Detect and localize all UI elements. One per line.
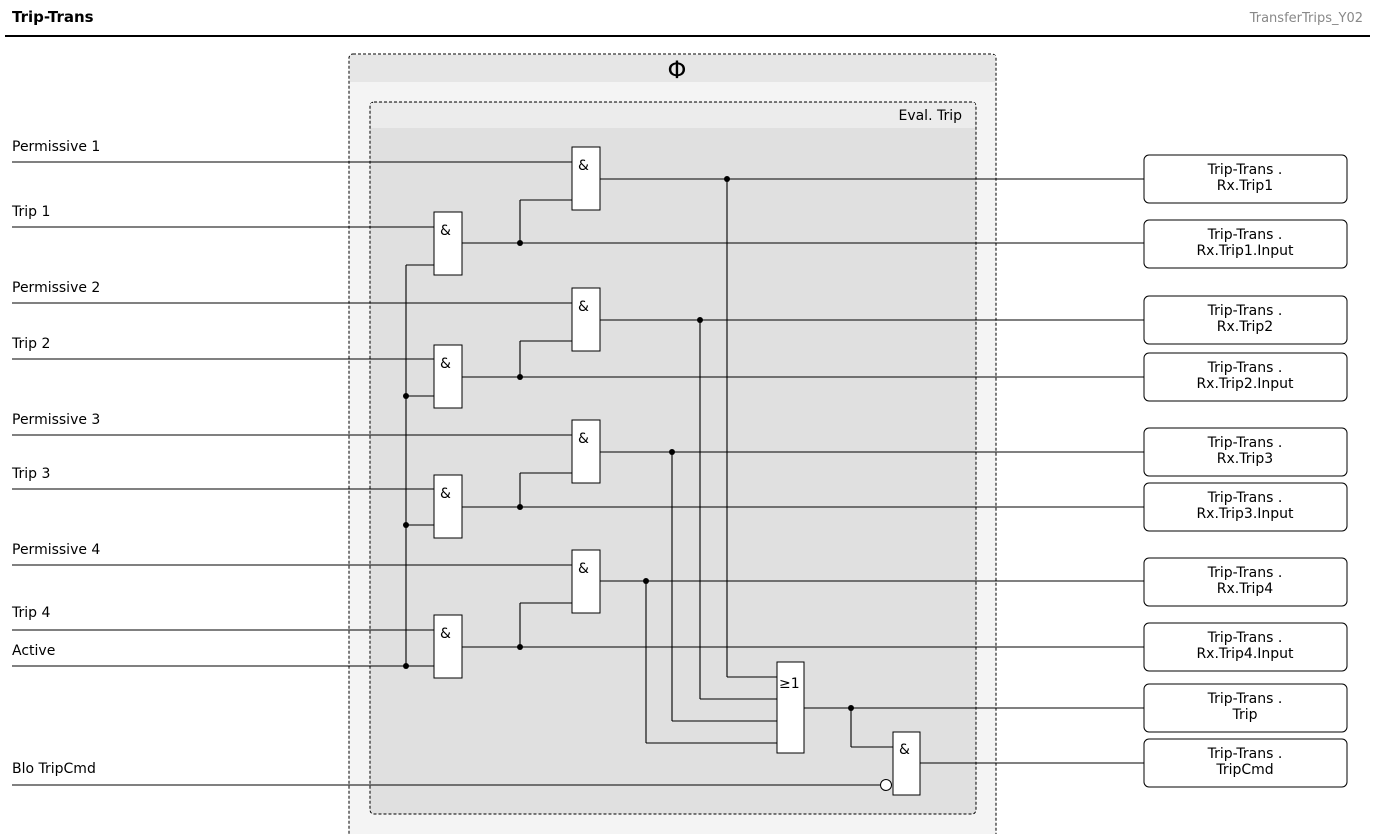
svg-text:Trip-Trans .: Trip-Trans .	[1207, 630, 1283, 646]
input-trip-2: Trip 2	[11, 336, 50, 352]
svg-text:&: &	[440, 356, 451, 372]
svg-text:Rx.Trip2.Input: Rx.Trip2.Input	[1196, 376, 1294, 392]
svg-text:≥1: ≥1	[779, 676, 800, 692]
input-permissive-1: Permissive 1	[12, 139, 100, 155]
output-trip: Trip-Trans . Trip	[1143, 683, 1348, 733]
svg-text:Rx.Trip2: Rx.Trip2	[1217, 319, 1273, 335]
input-trip-3: Trip 3	[11, 466, 50, 482]
and-gate-trip-2: &	[433, 344, 463, 409]
and-gate-permissive-4: &	[571, 549, 601, 614]
svg-text:Trip-Trans .: Trip-Trans .	[1207, 490, 1283, 506]
svg-text:&: &	[440, 486, 451, 502]
output-boxes: Trip-Trans . Rx.Trip1 Trip-Trans . Rx.Tr…	[1143, 154, 1348, 788]
svg-text:Trip: Trip	[1231, 707, 1257, 723]
diagram-title: Trip-Trans	[12, 8, 94, 26]
svg-text:Trip-Trans .: Trip-Trans .	[1207, 746, 1283, 762]
svg-text:TripCmd: TripCmd	[1215, 762, 1273, 778]
svg-text:Trip-Trans .: Trip-Trans .	[1207, 565, 1283, 581]
and-gate-permissive-3: &	[571, 419, 601, 484]
output-rx-trip1-input: Trip-Trans . Rx.Trip1.Input	[1143, 219, 1348, 269]
svg-text:Rx.Trip4: Rx.Trip4	[1217, 581, 1273, 597]
svg-text:Rx.Trip1: Rx.Trip1	[1217, 178, 1273, 194]
and-gate-permissive-2: &	[571, 287, 601, 352]
svg-text:&: &	[578, 431, 589, 447]
svg-text:Trip-Trans .: Trip-Trans .	[1207, 303, 1283, 319]
diagram-code: TransferTrips_Y02	[1249, 11, 1363, 26]
input-permissive-3: Permissive 3	[12, 412, 100, 428]
wires	[12, 161, 1144, 786]
svg-text:&: &	[899, 742, 910, 758]
svg-text:&: &	[440, 223, 451, 239]
svg-text:Rx.Trip4.Input: Rx.Trip4.Input	[1196, 646, 1294, 662]
and-gate-trip-4: &	[433, 614, 463, 679]
svg-text:Trip-Trans .: Trip-Trans .	[1207, 360, 1283, 376]
svg-text:Rx.Trip3.Input: Rx.Trip3.Input	[1196, 506, 1294, 522]
output-rx-trip3-input: Trip-Trans . Rx.Trip3.Input	[1143, 482, 1348, 532]
input-permissive-4: Permissive 4	[12, 542, 100, 558]
output-rx-trip1: Trip-Trans . Rx.Trip1	[1143, 154, 1348, 204]
svg-text:Trip-Trans .: Trip-Trans .	[1207, 691, 1283, 707]
output-rx-trip4-input: Trip-Trans . Rx.Trip4.Input	[1143, 622, 1348, 672]
input-active: Active	[12, 643, 55, 659]
svg-text:&: &	[578, 158, 589, 174]
svg-text:&: &	[578, 561, 589, 577]
input-blo-tripcmd: Blo TripCmd	[12, 761, 96, 777]
eval-trip-header	[371, 103, 975, 128]
output-rx-trip2: Trip-Trans . Rx.Trip2	[1143, 295, 1348, 345]
svg-text:&: &	[440, 626, 451, 642]
output-rx-trip4: Trip-Trans . Rx.Trip4	[1143, 557, 1348, 607]
svg-text:Trip-Trans .: Trip-Trans .	[1207, 162, 1283, 178]
eval-trip-frame	[369, 101, 977, 815]
or-gate-trip: ≥1	[776, 661, 805, 754]
eval-trip-label: Eval. Trip	[898, 108, 962, 124]
svg-text:Rx.Trip1.Input: Rx.Trip1.Input	[1196, 243, 1294, 259]
output-tripcmd: Trip-Trans . TripCmd	[1143, 738, 1348, 788]
input-trip-4: Trip 4	[11, 605, 50, 621]
and-gate-trip-1: &	[433, 211, 463, 276]
phi-frame-header	[350, 55, 995, 82]
phi-label: Φ	[668, 56, 687, 84]
input-permissive-2: Permissive 2	[12, 280, 100, 296]
input-trip-1: Trip 1	[11, 204, 50, 220]
svg-text:Trip-Trans .: Trip-Trans .	[1207, 435, 1283, 451]
and-gate-tripcmd: &	[880, 731, 921, 796]
svg-text:&: &	[578, 299, 589, 315]
input-labels: Permissive 1 Trip 1 Permissive 2 Trip 2 …	[11, 139, 100, 777]
svg-text:Rx.Trip3: Rx.Trip3	[1217, 451, 1273, 467]
output-rx-trip2-input: Trip-Trans . Rx.Trip2.Input	[1143, 352, 1348, 402]
and-gate-trip-3: &	[433, 474, 463, 539]
inverter-bubble	[880, 779, 892, 791]
output-rx-trip3: Trip-Trans . Rx.Trip3	[1143, 427, 1348, 477]
and-gate-permissive-1: &	[571, 146, 601, 211]
junction-dots	[403, 176, 854, 711]
svg-text:Trip-Trans .: Trip-Trans .	[1207, 227, 1283, 243]
